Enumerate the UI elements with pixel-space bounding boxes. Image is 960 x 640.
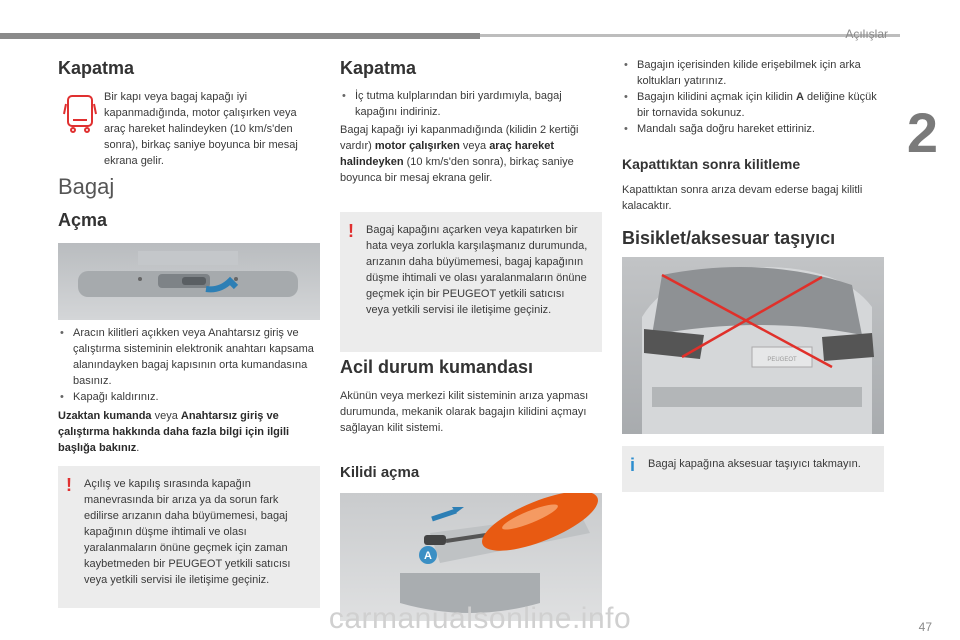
- kapatma-heading-2: Kapatma: [340, 58, 417, 78]
- kilitleme-heading: Kapattıktan sonra kilitleme: [622, 156, 801, 172]
- warning-icon: !: [348, 221, 354, 241]
- warning-box-2: ! Bagaj kapağını açarken veya kapatırken…: [340, 212, 602, 352]
- kapatma-text-bold-1: motor çalışırken: [374, 140, 460, 152]
- kilitleme-text: Kapattıktan sonra arıza devam ederse bag…: [622, 184, 863, 212]
- acma-steps: Aracın kilitleri açıkken veya Anahtarsız…: [58, 325, 320, 405]
- acil-steps: Bagajın içerisinden kilide erişebilmek i…: [622, 57, 884, 137]
- car-rear-crossed-image: PEUGEOT: [622, 257, 884, 434]
- acil-step-2-b: A: [795, 91, 804, 103]
- warning-text-1: Açılış ve kapılış sırasında kapağın mane…: [84, 478, 291, 586]
- header-bar-thin: [480, 34, 900, 37]
- remote-ref-bold-2: Anahtarsız giriş ve çalıştırma hakkında …: [58, 410, 290, 454]
- acma-heading: Açma: [58, 210, 108, 230]
- tailgate-handle-image: [58, 243, 320, 320]
- acil-step-1: Bagajın içerisinden kilide erişebilmek i…: [622, 57, 884, 89]
- acil-step-2-a: Bagajın kilidini açmak için kilidin: [637, 91, 796, 103]
- header-bar: [0, 33, 480, 39]
- kapatma-text-bold-2: araç hareket halindeyken: [340, 140, 555, 168]
- kilidi-acma-heading: Kilidi açma: [340, 464, 420, 481]
- watermark: carmanualsonline.info: [328, 602, 632, 635]
- kapatma-step-1: İç tutma kulplarından biri yardımıyla, b…: [340, 88, 602, 120]
- kapatma-text-c: veya: [459, 140, 490, 152]
- acil-step-3: Mandalı sağa doğru hareket ettiriniz.: [622, 121, 884, 137]
- kapatma-text-2: Bagaj kapağı iyi kapanmadığında (kilidin…: [340, 122, 602, 186]
- kapatma-heading-1: Kapatma: [58, 58, 135, 78]
- acil-step-2: Bagajın kilidini açmak için kilidin A de…: [622, 89, 884, 121]
- label-a: A: [424, 550, 432, 562]
- kapatma-text-d: (10 km/s'den sonra), birkaç saniye boyun…: [340, 156, 574, 184]
- door-open-icon: [63, 95, 97, 133]
- kapatma-steps: İç tutma kulplarından biri yardımıyla, b…: [340, 88, 602, 120]
- acil-heading: Acil durum kumandası: [340, 357, 534, 377]
- warning-box-1: ! Açılış ve kapılış sırasında kapağın ma…: [58, 466, 320, 608]
- plate-brand: PEUGEOT: [767, 357, 797, 363]
- kapatma-text-a: Bagaj kapağı iyi kapanmadığında (kilidin…: [340, 124, 579, 152]
- acil-text: Akünün veya merkezi kilit sisteminin arı…: [340, 390, 589, 434]
- section-label: Açılışlar: [845, 27, 888, 41]
- bagaj-heading: Bagaj: [58, 174, 115, 199]
- kapatma-text-1: Bir kapı veya bagaj kapağı iyi kapanmadı…: [104, 91, 298, 167]
- remote-ref-text-2: .: [136, 442, 140, 454]
- page-number: 47: [918, 620, 932, 634]
- info-text: Bagaj kapağına aksesuar taşıyıcı takmayı…: [648, 458, 861, 470]
- remote-ref-text-1: veya: [151, 410, 181, 422]
- remote-reference: Uzaktan kumanda veya Anahtarsız giriş ve…: [58, 408, 320, 456]
- remote-ref-bold-1: Uzaktan kumanda: [58, 410, 152, 422]
- emergency-lock-image: A: [340, 493, 602, 621]
- warning-icon: !: [66, 475, 72, 495]
- warning-text-2: Bagaj kapağını açarken veya kapatırken b…: [366, 224, 588, 316]
- info-icon: i: [630, 455, 636, 475]
- bisiklet-heading: Bisiklet/aksesuar taşıyıcı: [622, 228, 836, 248]
- chapter-number: 2: [906, 101, 938, 164]
- acil-step-2-c: deliğine küçük bir tornavida sokunuz.: [637, 91, 877, 119]
- acma-step-2: Kapağı kaldırınız.: [58, 389, 320, 405]
- acma-step-1: Aracın kilitleri açıkken veya Anahtarsız…: [58, 325, 320, 389]
- info-box: i Bagaj kapağına aksesuar taşıyıcı takma…: [622, 446, 884, 492]
